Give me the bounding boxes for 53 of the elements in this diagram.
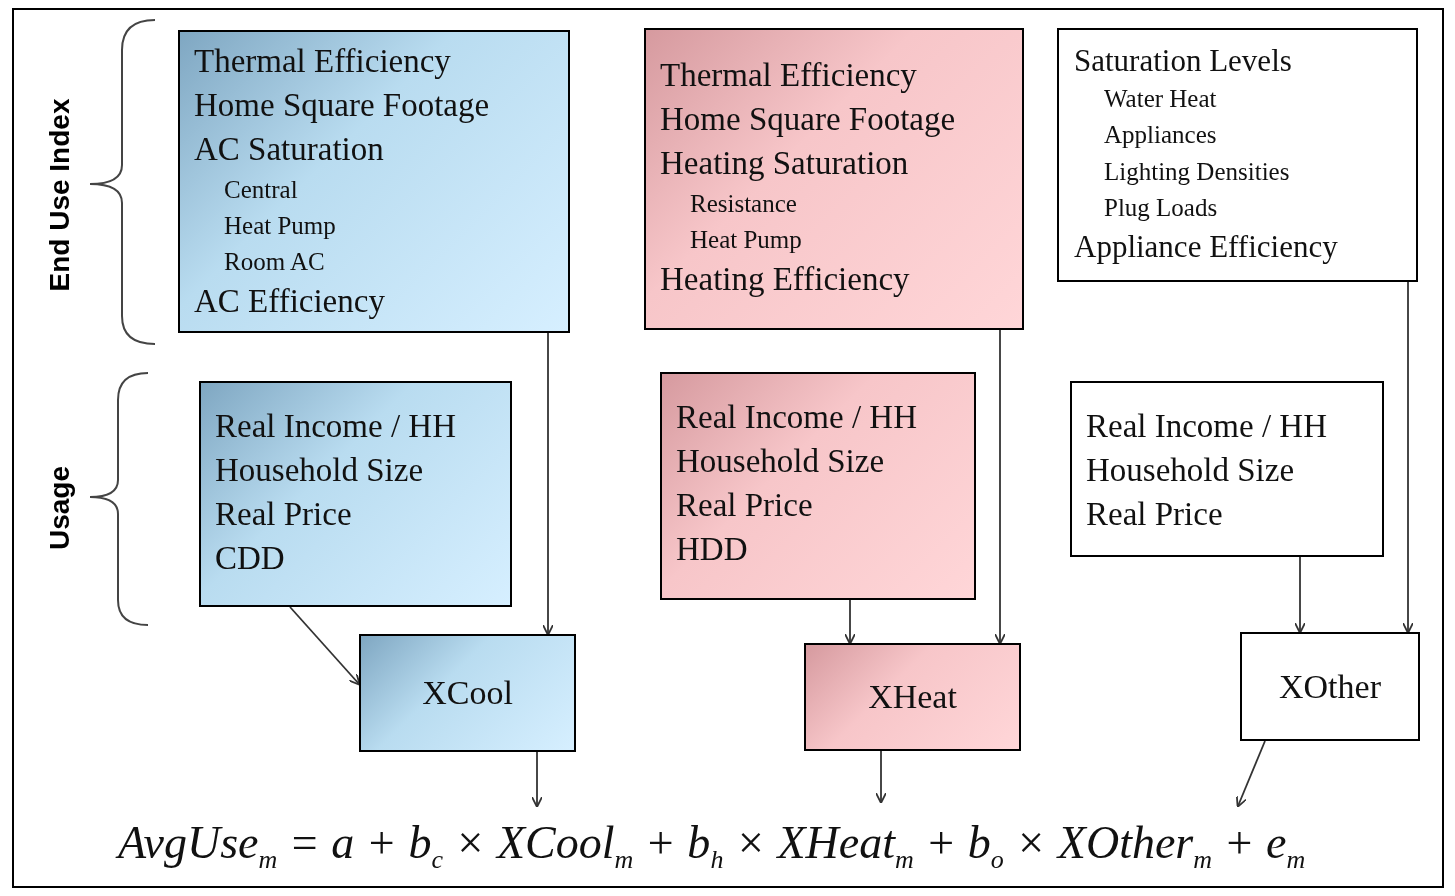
arrow xyxy=(542,332,554,636)
variable-box xyxy=(359,634,576,752)
variable-box xyxy=(644,28,1024,330)
sub-item-text: Heat Pump xyxy=(223,210,337,241)
item-text: Household Size xyxy=(215,450,425,490)
sub-item-text: Plug Loads xyxy=(1103,192,1219,223)
arrow xyxy=(875,750,887,804)
item-text: XOther xyxy=(1279,666,1381,707)
variable-box xyxy=(1070,381,1384,557)
axis-group-label: End Use Index xyxy=(43,98,76,292)
item-text: Real Price xyxy=(215,494,353,534)
variable-box xyxy=(804,643,1021,751)
variable-box xyxy=(199,381,512,607)
sub-item-text: Water Heat xyxy=(1103,84,1218,115)
axis-group-label: Usage xyxy=(44,466,76,550)
item-text: Real Income / HH xyxy=(1086,407,1328,446)
item-text: AC Efficiency xyxy=(194,282,386,322)
arrow xyxy=(1294,556,1306,634)
arrow xyxy=(289,606,361,686)
item-text: XCool xyxy=(422,673,513,714)
item-text: CDD xyxy=(215,538,286,578)
variable-box xyxy=(1240,632,1420,741)
item-text: Household Size xyxy=(1086,450,1296,490)
variable-box xyxy=(1057,28,1418,282)
item-text: Saturation Levels xyxy=(1074,42,1293,80)
variable-box xyxy=(178,30,570,333)
sub-item-text: Lighting Densities xyxy=(1103,156,1291,187)
item-text: AC Saturation xyxy=(194,129,385,169)
sub-item-text: Central xyxy=(223,174,299,205)
arrow xyxy=(531,751,543,808)
item-text: Thermal Efficiency xyxy=(660,56,918,95)
arrow xyxy=(1402,281,1414,634)
item-text: Home Square Footage xyxy=(194,85,491,125)
arrow xyxy=(844,599,856,645)
item-text: Real Price xyxy=(676,485,814,525)
sub-item-text: Heat Pump xyxy=(689,224,803,255)
item-text: Real Income / HH xyxy=(676,398,918,437)
item-text: Appliance Efficiency xyxy=(1074,228,1339,267)
sub-item-text: Appliances xyxy=(1103,120,1218,151)
item-text: XHeat xyxy=(868,677,957,718)
item-text: HDD xyxy=(676,529,749,569)
arrow xyxy=(994,329,1006,645)
arrow xyxy=(1235,740,1266,808)
item-text: Real Income / HH xyxy=(215,407,457,446)
item-text: Thermal Efficiency xyxy=(194,42,452,81)
variable-box xyxy=(660,372,976,600)
item-text: Heating Saturation xyxy=(660,143,910,183)
item-text: Home Square Footage xyxy=(660,99,957,139)
item-text: Real Price xyxy=(1086,494,1224,534)
item-text: Household Size xyxy=(676,441,886,481)
sub-item-text: Resistance xyxy=(689,188,798,219)
item-text: Heating Efficiency xyxy=(660,260,911,300)
sub-item-text: Room AC xyxy=(223,247,326,278)
